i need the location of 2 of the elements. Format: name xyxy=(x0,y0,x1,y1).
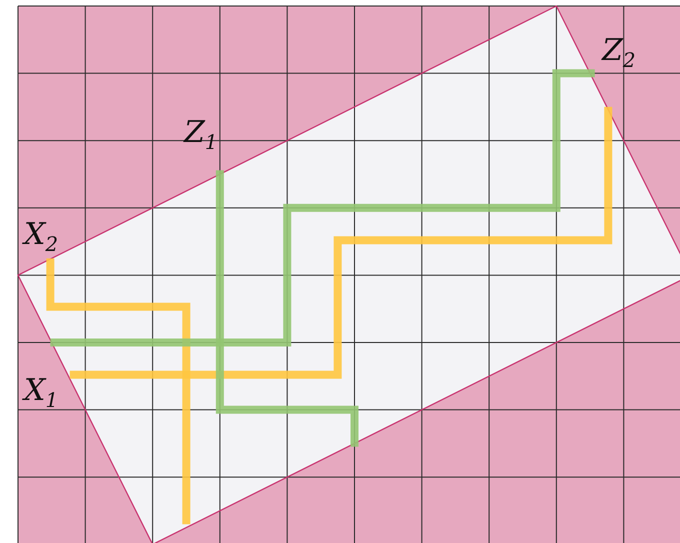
variable-label: X$_{1}$ xyxy=(24,376,58,410)
variable-label: X$_{2}$ xyxy=(24,220,58,254)
